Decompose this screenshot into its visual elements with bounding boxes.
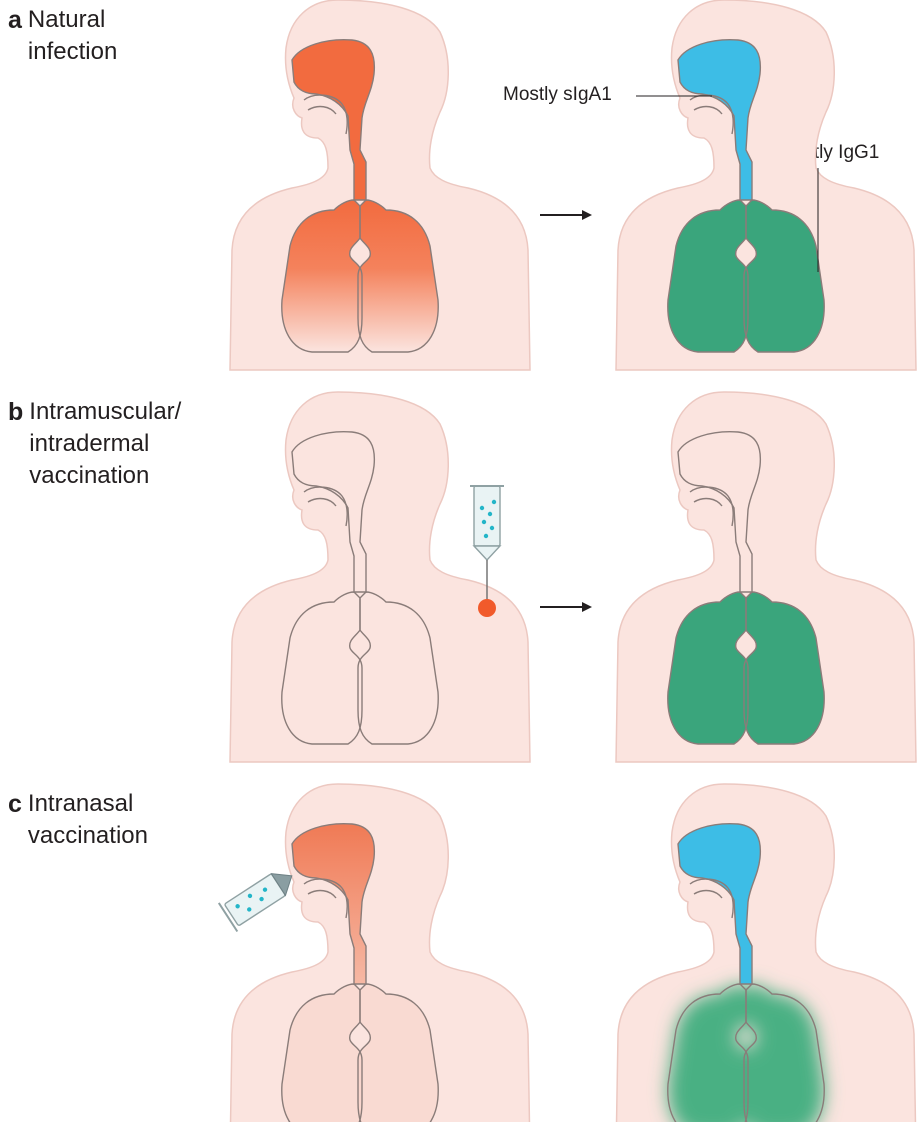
panel-a-body-after xyxy=(616,0,916,370)
intranasal-sprayer xyxy=(219,862,301,932)
panel-c-body-before xyxy=(230,784,530,1122)
panel-a-arrow xyxy=(540,210,592,220)
panel-b-arrow xyxy=(540,602,592,612)
panel-c-body-after xyxy=(616,784,916,1122)
panel-b-body-before xyxy=(230,392,530,762)
panel-a-body-before xyxy=(230,0,530,370)
injection-site xyxy=(478,599,496,617)
panel-b-body-after xyxy=(616,392,916,762)
